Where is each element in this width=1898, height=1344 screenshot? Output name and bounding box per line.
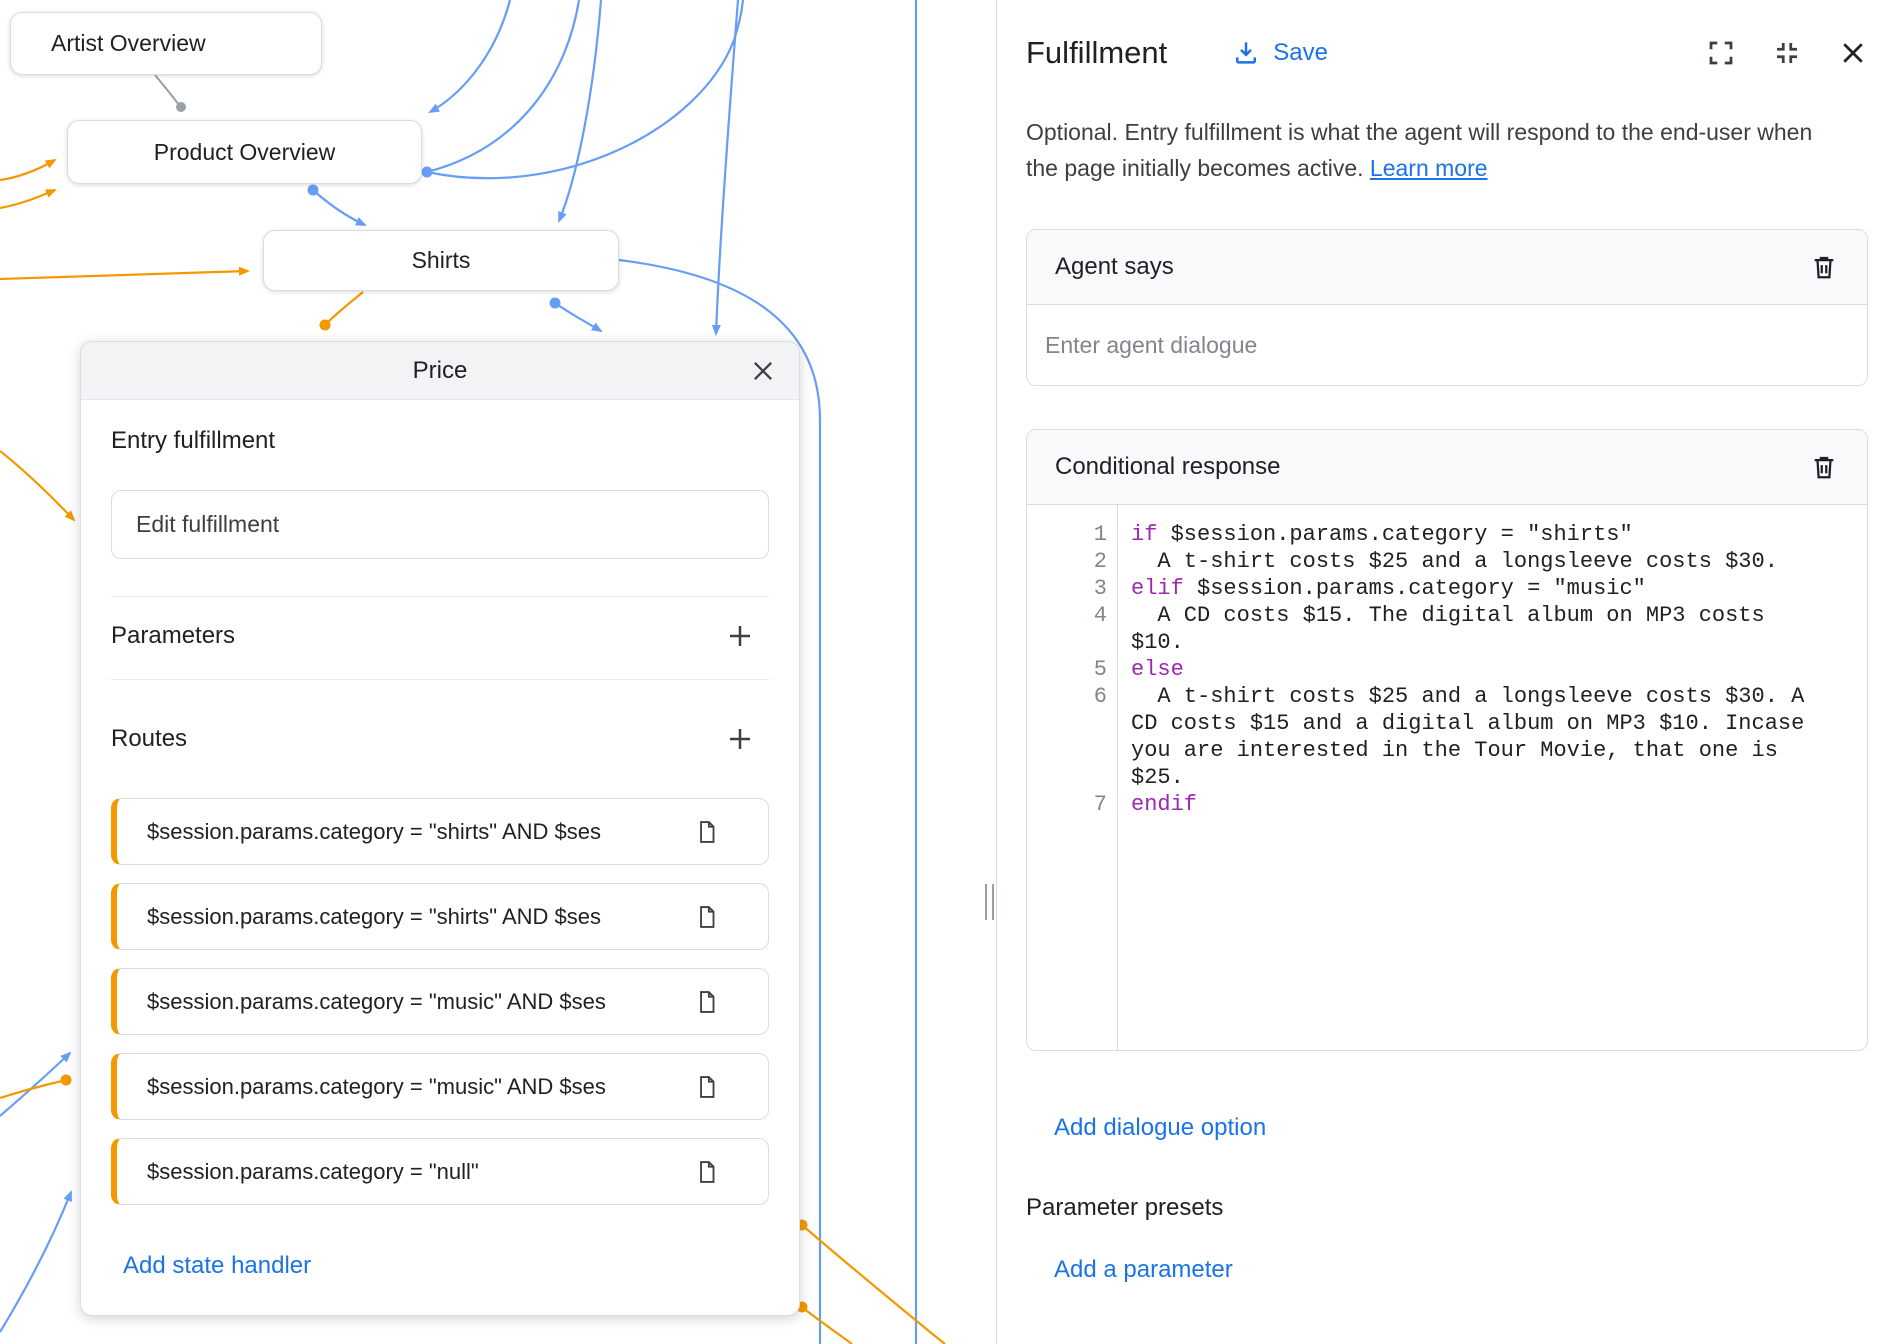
line-number: 1 — [1093, 522, 1107, 547]
route-condition: $session.params.category = "shirts" AND … — [147, 818, 601, 844]
route-condition: $session.params.category = "null" — [147, 1158, 479, 1184]
add-dialogue-option-link[interactable]: Add dialogue option — [1054, 1114, 1267, 1141]
save-label: Save — [1273, 39, 1328, 66]
edit-fulfillment-label: Edit fulfillment — [136, 511, 280, 537]
panel-header-icons — [1706, 38, 1868, 68]
line-number: 3 — [1093, 576, 1107, 601]
gray-connector — [154, 74, 180, 106]
edit-fulfillment-button[interactable]: Edit fulfillment — [111, 490, 769, 559]
agent-says-title: Agent says — [1055, 253, 1174, 280]
learn-more-link[interactable]: Learn more — [1369, 155, 1488, 181]
route-condition: $session.params.category = "shirts" AND … — [147, 903, 601, 929]
entry-fulfillment-label: Entry fulfillment — [111, 427, 276, 454]
route-item[interactable]: $session.params.category = "null" — [111, 1138, 769, 1205]
conditional-response-card: Conditional response 1 if $session.param… — [1026, 429, 1868, 1051]
node-shirts-label: Shirts — [411, 247, 471, 273]
line-number: 6 — [1093, 684, 1107, 709]
code-line: 3 elif $session.params.category = "music… — [1027, 575, 1867, 602]
parameters-section-header: Parameters — [111, 597, 769, 679]
price-node-body: Entry fulfillment Edit fulfillment Param… — [81, 400, 799, 1315]
route-item[interactable]: $session.params.category = "music" AND $… — [111, 1053, 769, 1120]
code-line: 7 endif — [1027, 791, 1867, 818]
parameters-label: Parameters — [111, 622, 236, 649]
price-node-expanded: Price Entry fulfillment Edit fulfillment… — [80, 341, 800, 1316]
code-text: A t-shirt costs $25 and a longsleeve cos… — [1131, 549, 1778, 574]
trash-icon[interactable] — [1809, 452, 1839, 482]
code-text: A CD costs $15. The digital album on MP3… — [1131, 603, 1778, 655]
code-line: 5 else — [1027, 656, 1867, 683]
node-product-overview[interactable]: Product Overview — [67, 120, 422, 184]
close-icon[interactable] — [749, 357, 777, 385]
fulfillment-panel-header: Fulfillment Save — [1026, 26, 1868, 80]
add-dialogue-option-row: Add dialogue option — [1026, 1114, 1868, 1142]
trash-icon[interactable] — [1809, 252, 1839, 282]
add-parameter-link[interactable]: Add a parameter — [1054, 1256, 1233, 1283]
node-product-overview-label: Product Overview — [153, 138, 336, 165]
page-icon[interactable] — [694, 1074, 720, 1100]
conditional-response-title: Conditional response — [1055, 453, 1281, 480]
page-icon[interactable] — [694, 819, 720, 845]
save-button[interactable]: Save — [1231, 38, 1328, 68]
conditional-response-header: Conditional response — [1027, 430, 1867, 505]
page-icon[interactable] — [694, 904, 720, 930]
code-text: A t-shirt costs $25 and a longsleeve cos… — [1131, 684, 1818, 790]
route-item[interactable]: $session.params.category = "music" AND $… — [111, 968, 769, 1035]
condition-code-editor[interactable]: 1 if $session.params.category = "shirts"… — [1027, 505, 1867, 1050]
page-icon[interactable] — [694, 1159, 720, 1185]
code-text: endif — [1131, 792, 1198, 817]
blue-connectors — [0, 0, 918, 1344]
section-divider — [111, 596, 769, 597]
close-icon[interactable] — [1838, 38, 1868, 68]
agent-says-card: Agent says — [1026, 229, 1868, 386]
node-artist-overview-label: Artist Overview — [51, 30, 206, 56]
route-item[interactable]: $session.params.category = "shirts" AND … — [111, 798, 769, 865]
price-node-header[interactable]: Price — [81, 342, 799, 400]
routes-label: Routes — [111, 725, 188, 752]
parameter-presets-label: Parameter presets — [1026, 1194, 1224, 1221]
route-condition: $session.params.category = "music" AND $… — [147, 1073, 606, 1099]
fulfillment-panel: Fulfillment Save — [996, 0, 1898, 1344]
routes-section-header: Routes — [111, 680, 769, 780]
exit-fullscreen-icon[interactable] — [1772, 38, 1802, 68]
flow-canvas[interactable]: Artist Overview Product Overview Shirts … — [0, 0, 996, 1344]
save-icon — [1236, 42, 1257, 64]
resize-handle-bar — [984, 884, 987, 920]
line-number: 4 — [1093, 603, 1107, 628]
code-line: 1 if $session.params.category = "shirts" — [1027, 521, 1867, 548]
page-icon[interactable] — [694, 989, 720, 1015]
code-text: if $session.params.category = "shirts" — [1131, 522, 1633, 547]
flow-connectors-svg — [0, 0, 946, 1344]
line-number: 7 — [1093, 792, 1107, 817]
panel-description: Optional. Entry fulfillment is what the … — [1026, 114, 1826, 186]
description-text: Optional. Entry fulfillment is what the … — [1026, 119, 1813, 181]
panel-title: Fulfillment — [1026, 35, 1168, 70]
line-number: 5 — [1093, 657, 1107, 682]
code-line: 6 A t-shirt costs $25 and a longsleeve c… — [1027, 683, 1867, 791]
code-text: elif $session.params.category = "music" — [1131, 576, 1646, 601]
add-route-icon[interactable] — [725, 724, 755, 754]
route-condition: $session.params.category = "music" AND $… — [147, 988, 606, 1014]
add-state-handler-link[interactable]: Add state handler — [123, 1252, 312, 1279]
section-divider — [111, 679, 769, 680]
agent-says-header: Agent says — [1027, 230, 1867, 305]
add-parameter-icon[interactable] — [725, 621, 755, 651]
add-parameter-row: Add a parameter — [1026, 1256, 1868, 1284]
route-item[interactable]: $session.params.category = "shirts" AND … — [111, 883, 769, 950]
agent-dialogue-input[interactable] — [1027, 305, 1867, 385]
gutter-divider — [1117, 505, 1118, 1050]
price-node-title: Price — [412, 356, 468, 384]
code-line: 2 A t-shirt costs $25 and a longsleeve c… — [1027, 548, 1867, 575]
node-artist-overview[interactable]: Artist Overview — [10, 12, 322, 75]
resize-handle-bar — [991, 884, 994, 920]
line-number: 2 — [1093, 549, 1107, 574]
code-text: else — [1131, 657, 1184, 682]
panel-resize-handle[interactable] — [982, 884, 996, 920]
code-line: 4 A CD costs $15. The digital album on M… — [1027, 602, 1867, 656]
fullscreen-icon[interactable] — [1706, 38, 1736, 68]
node-shirts[interactable]: Shirts — [263, 230, 619, 291]
